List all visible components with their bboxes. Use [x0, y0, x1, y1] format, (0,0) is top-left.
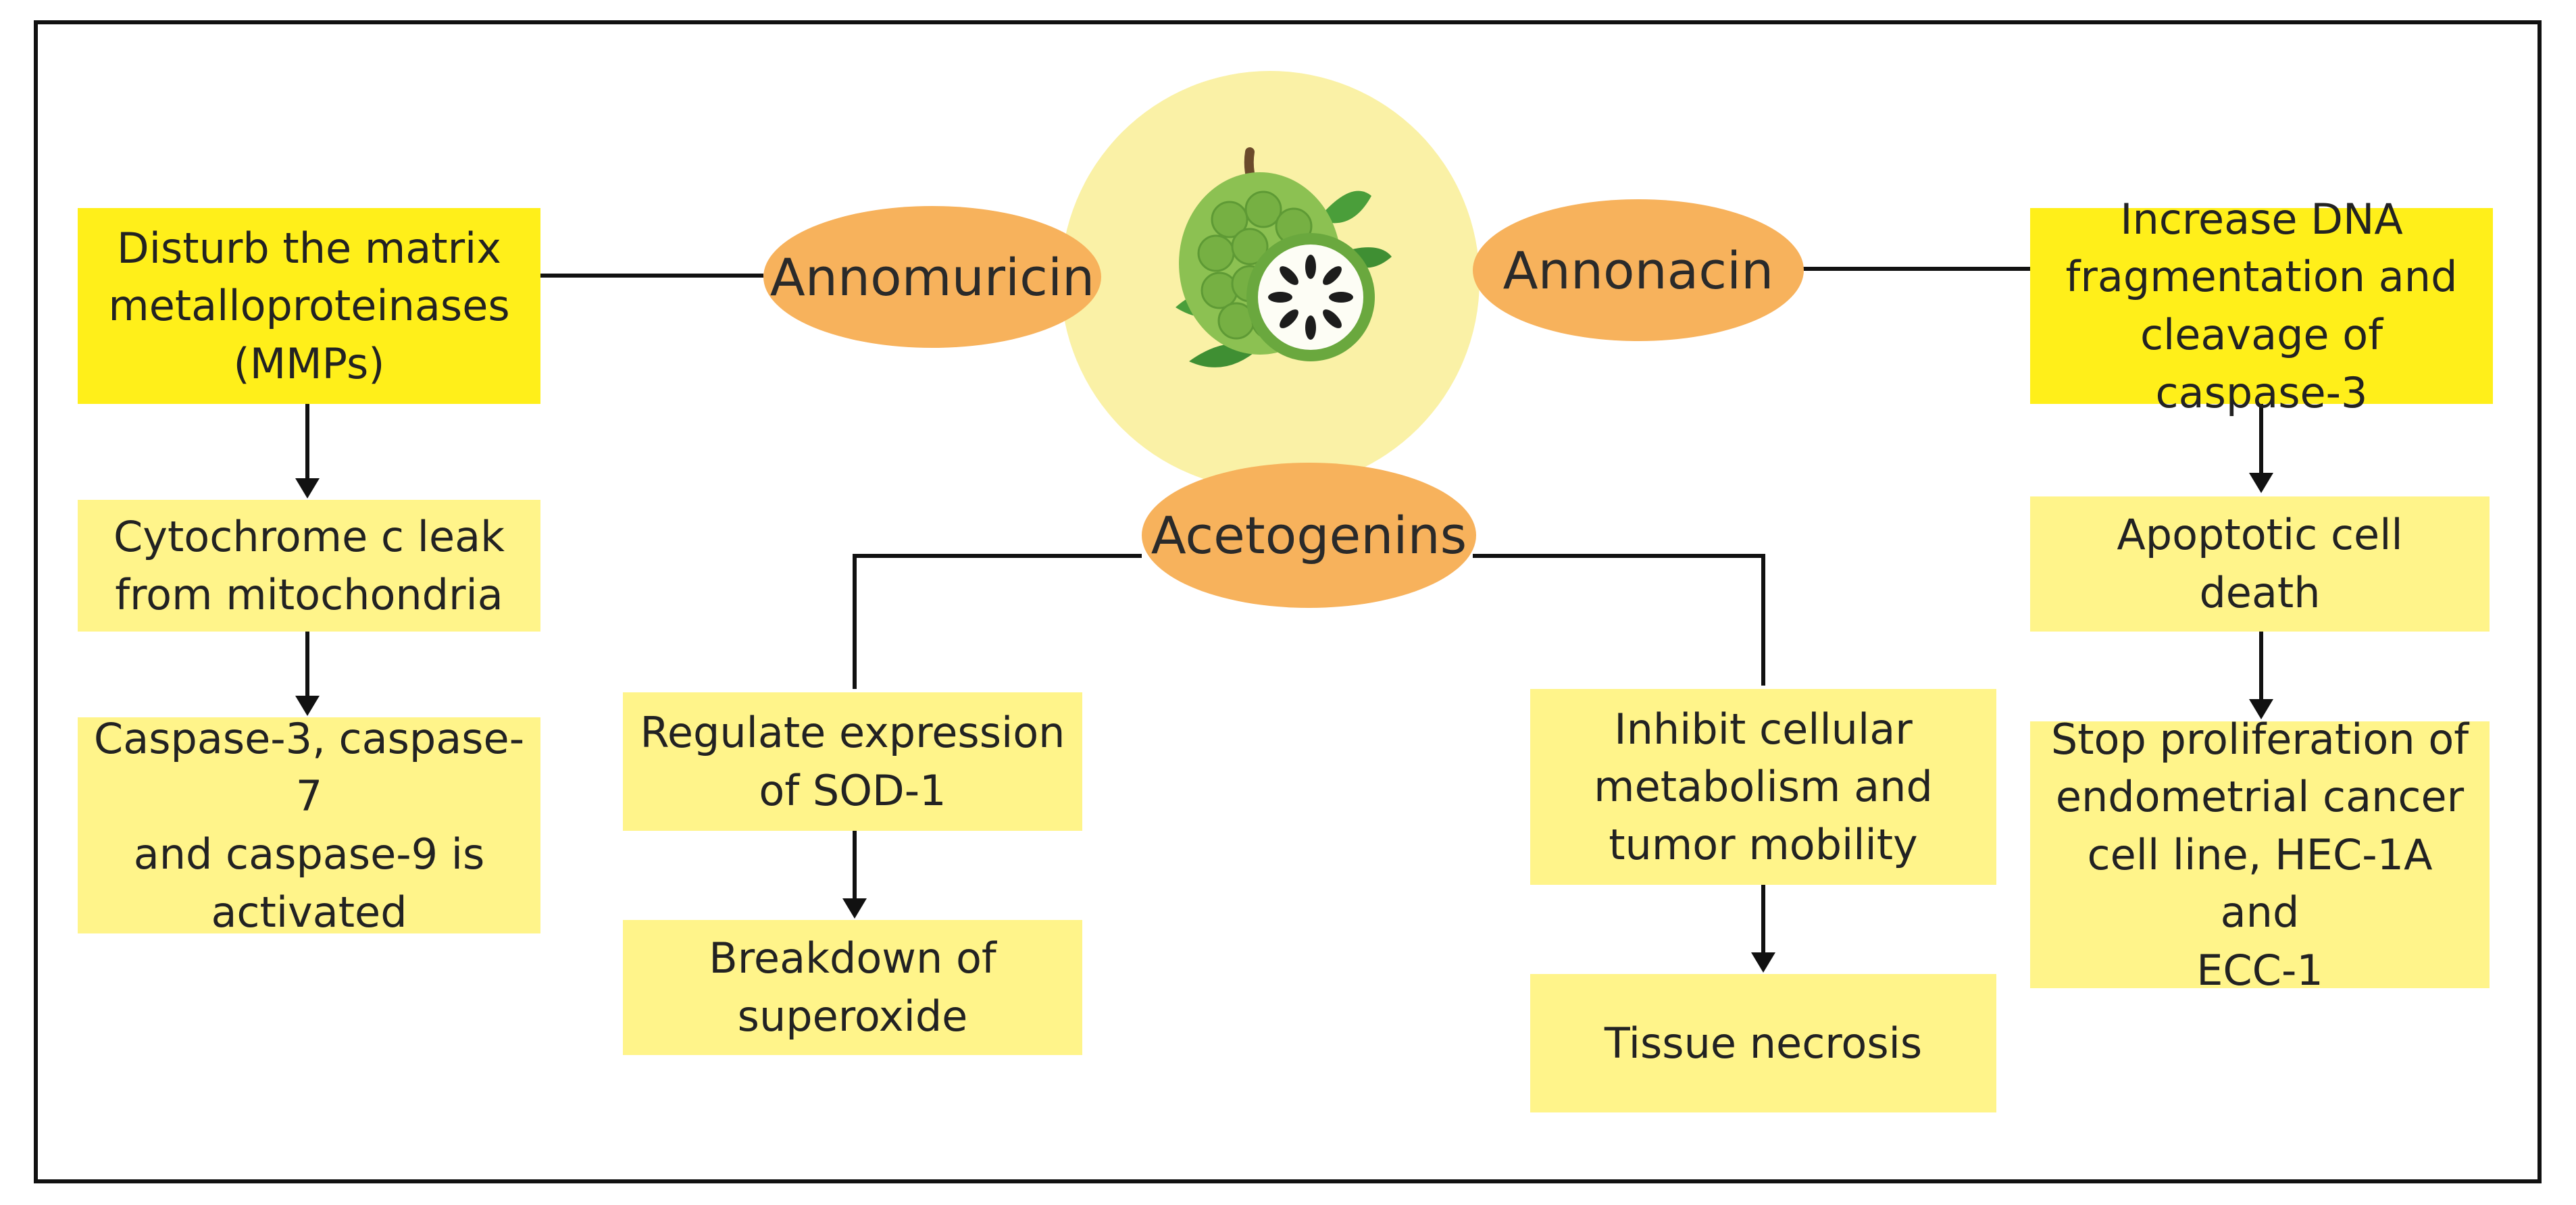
- box-regulate-sod1: Regulate expression of SOD-1: [623, 692, 1082, 831]
- box-disturb-mmps-text: Disturb the matrix metalloproteinases (M…: [108, 223, 510, 388]
- acetogenins-label: Acetogenins: [1151, 505, 1467, 565]
- link-acetogenins-to-sod1: [853, 554, 1142, 689]
- box-regulate-sod1-text: Regulate expression of SOD-1: [640, 707, 1065, 815]
- box-apoptotic-death: Apoptotic cell death: [2030, 496, 2490, 632]
- box-dna-fragmentation-text: Increase DNA fragmentation and cleavage …: [2065, 194, 2458, 417]
- box-apoptotic-death-text: Apoptotic cell death: [2117, 510, 2403, 617]
- annomuricin-label: Annomuricin: [769, 247, 1095, 307]
- annonacin-oval: Annonacin: [1473, 199, 1804, 341]
- soursop-fruit-icon: [1176, 147, 1392, 367]
- box-caspase-activated: Caspase-3, caspase-7 and caspase-9 is ac…: [78, 714, 540, 937]
- box-tissue-necrosis-text: Tissue necrosis: [1604, 1018, 1923, 1068]
- annomuricin-oval: Annomuricin: [763, 206, 1101, 348]
- box-cytochrome-leak-text: Cytochrome c leak from mitochondria: [113, 511, 505, 619]
- annonacin-label: Annonacin: [1502, 240, 1774, 301]
- box-inhibit-metabolism: Inhibit cellular metabolism and tumor mo…: [1530, 689, 1996, 885]
- box-stop-proliferation: Stop proliferation of endometrial cancer…: [2030, 715, 2490, 995]
- box-cytochrome-leak: Cytochrome c leak from mitochondria: [78, 500, 540, 632]
- box-tissue-necrosis: Tissue necrosis: [1530, 974, 1996, 1112]
- box-inhibit-metabolism-text: Inhibit cellular metabolism and tumor mo…: [1594, 704, 1933, 869]
- box-breakdown-superoxide-text: Breakdown of superoxide: [709, 933, 996, 1041]
- box-caspase-activated-text: Caspase-3, caspase-7 and caspase-9 is ac…: [93, 713, 525, 937]
- box-stop-proliferation-text: Stop proliferation of endometrial cancer…: [2050, 714, 2469, 995]
- box-disturb-mmps: Disturb the matrix metalloproteinases (M…: [78, 208, 540, 404]
- link-acetogenins-to-metabolism: [1473, 554, 1765, 686]
- acetogenins-oval: Acetogenins: [1142, 463, 1476, 608]
- box-breakdown-superoxide: Breakdown of superoxide: [623, 920, 1082, 1055]
- box-dna-fragmentation: Increase DNA fragmentation and cleavage …: [2030, 195, 2493, 417]
